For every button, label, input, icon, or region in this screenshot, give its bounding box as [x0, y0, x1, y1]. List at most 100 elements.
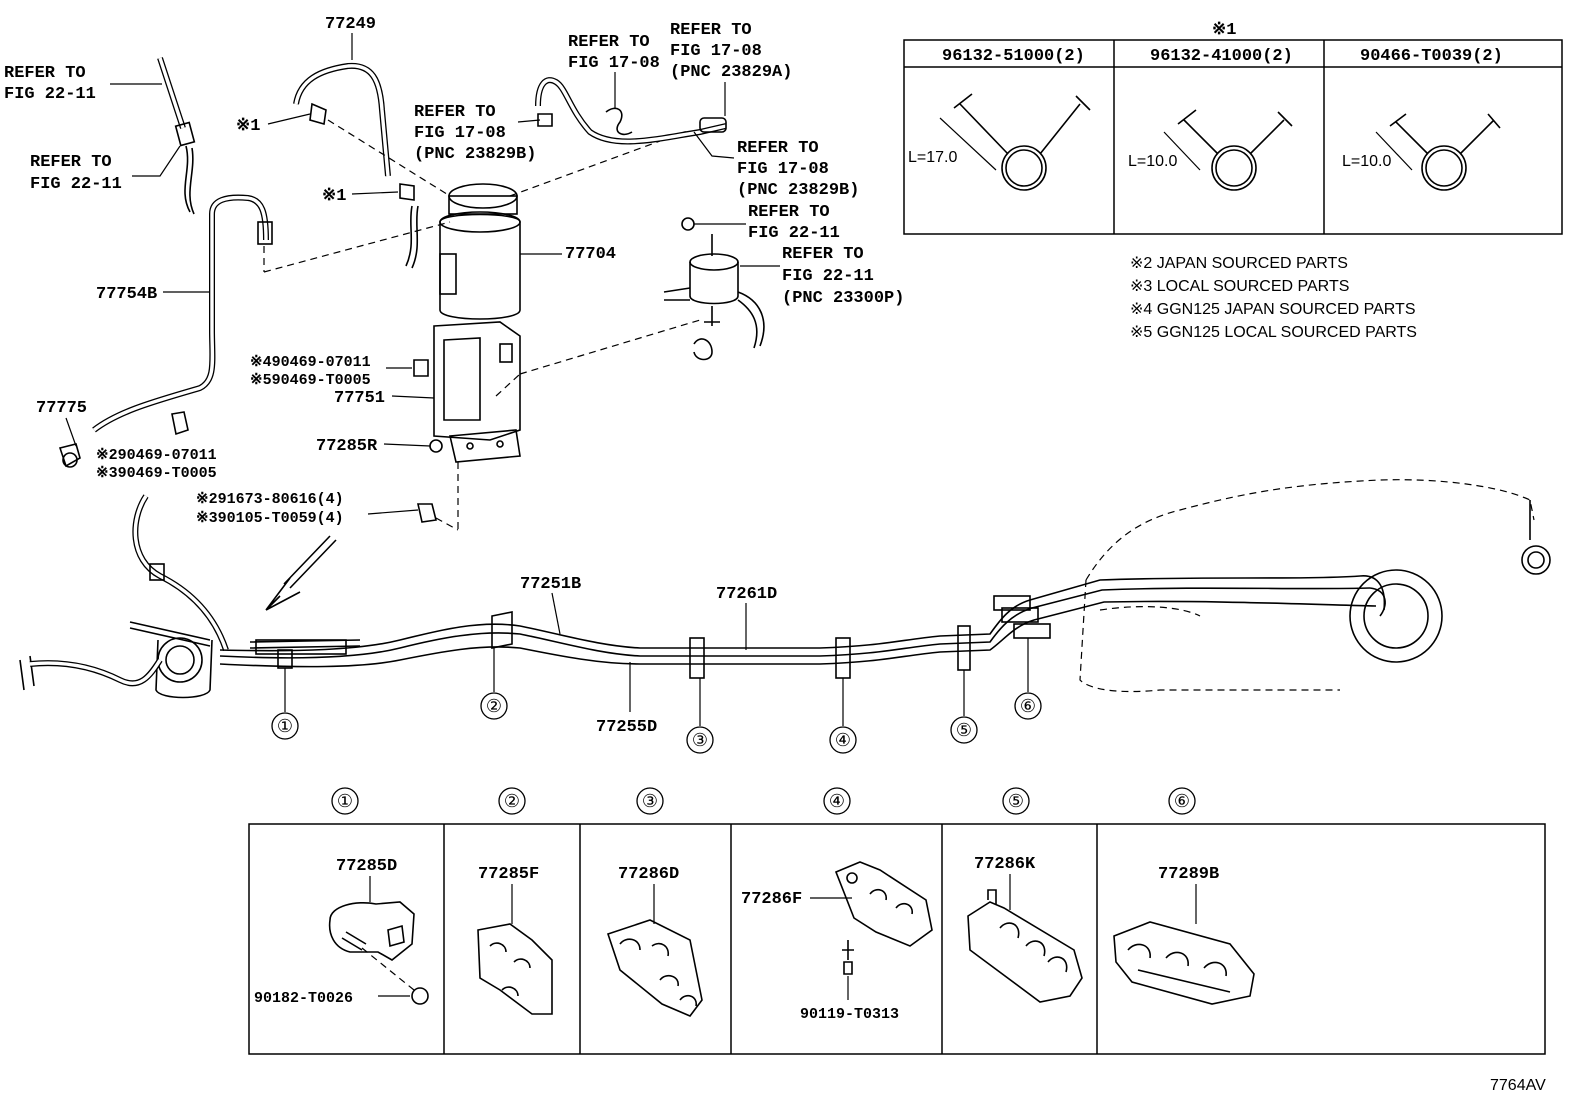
svg-text:L=10.0: L=10.0 [1128, 153, 1177, 170]
svg-text:※5 GGN125 LOCAL SOURCED PARTS: ※5 GGN125 LOCAL SOURCED PARTS [1130, 324, 1417, 341]
callout-2: ② [480, 648, 508, 720]
svg-text:(PNC 23829A): (PNC 23829A) [670, 63, 792, 82]
svg-text:④: ④ [829, 791, 845, 811]
connector-6 [993, 595, 1051, 639]
svg-text:④: ④ [835, 730, 851, 750]
svg-text:FIG 22-11: FIG 22-11 [748, 224, 840, 243]
callout-1: ① [271, 668, 299, 740]
ref-fig17-08-d: REFER TO FIG 17-08 (PNC 23829B) [693, 131, 859, 200]
svg-text:77285R: 77285R [316, 437, 378, 456]
svg-text:①: ① [277, 716, 293, 736]
label-91673: ※291673-80616(4) ※390105-T0059(4) [196, 491, 437, 527]
filler-neck-assembly [19, 494, 229, 699]
svg-text:⑥: ⑥ [1020, 696, 1036, 716]
bracket-77751: 77751 [334, 321, 521, 463]
svg-text:(PNC 23829B): (PNC 23829B) [737, 181, 859, 200]
svg-text:※3 LOCAL SOURCED PARTS: ※3 LOCAL SOURCED PARTS [1130, 278, 1349, 295]
label-77251B: 77251B [520, 575, 581, 635]
svg-text:※490469-07011: ※490469-07011 [250, 354, 371, 371]
svg-text:FIG 22-11: FIG 22-11 [782, 267, 874, 286]
svg-text:※291673-80616(4): ※291673-80616(4) [196, 491, 344, 508]
svg-text:77754B: 77754B [96, 285, 157, 304]
clip-fig17-08 [605, 107, 633, 136]
svg-text:77285F: 77285F [478, 865, 539, 884]
svg-text:※1: ※1 [236, 117, 260, 136]
svg-text:77251B: 77251B [520, 575, 581, 594]
svg-text:90119-T0313: 90119-T0313 [800, 1006, 899, 1023]
clip-table: ※1 96132-51000(2) 96132-41000(2) 90466-T… [903, 21, 1563, 235]
svg-text:③: ③ [642, 791, 658, 811]
svg-text:※390469-T0005: ※390469-T0005 [96, 465, 217, 482]
label-90469-a: ※490469-07011 ※590469-T0005 [250, 354, 429, 389]
spring-clip-icon-1: L=17.0 [908, 93, 1091, 191]
svg-text:L=10.0: L=10.0 [1342, 153, 1391, 170]
svg-text:REFER TO: REFER TO [782, 245, 864, 264]
svg-text:77286F: 77286F [741, 890, 802, 909]
svg-text:77751: 77751 [334, 389, 385, 408]
ref-fig22-11-c: REFER TO FIG 22-11 [681, 203, 840, 243]
svg-text:(PNC 23300P): (PNC 23300P) [782, 289, 904, 308]
clamp-3 [689, 637, 705, 679]
svg-text:※590469-T0005: ※590469-T0005 [250, 372, 371, 389]
ref-fig17-08-a: REFER TO FIG 17-08 (PNC 23829B) [414, 103, 541, 164]
svg-text:⑤: ⑤ [1008, 791, 1024, 811]
detail-panels: ① 77285D 90182-T0026 ② 77285F ③ 77286D [248, 787, 1546, 1055]
svg-text:L=17.0: L=17.0 [908, 149, 957, 166]
svg-text:FIG 17-08: FIG 17-08 [670, 42, 762, 61]
fuel-tank-outline [1079, 479, 1551, 693]
callout-6: ⑥ [1014, 638, 1042, 720]
svg-text:77286K: 77286K [974, 855, 1036, 874]
callout-5: ⑤ [950, 670, 978, 744]
svg-text:FIG 22-11: FIG 22-11 [4, 85, 96, 104]
svg-text:FIG 17-08: FIG 17-08 [414, 124, 506, 143]
panel-5: ⑤ 77286K [967, 787, 1083, 1003]
clip-90469 [171, 411, 189, 436]
callout-4: ④ [829, 678, 857, 754]
svg-text:FIG 17-08: FIG 17-08 [737, 160, 829, 179]
panel-1: ① 77285D 90182-T0026 [254, 787, 429, 1007]
label-77261D: 77261D [716, 585, 777, 650]
panel-6: ⑥ 77289B [1113, 787, 1255, 1005]
panel-2: ② 77285F [477, 787, 553, 1015]
svg-text:※2 JAPAN SOURCED PARTS: ※2 JAPAN SOURCED PARTS [1130, 255, 1348, 272]
svg-text:77286D: 77286D [618, 865, 679, 884]
clip-col-3: 90466-T0039(2) [1360, 47, 1503, 66]
svg-text:REFER TO: REFER TO [748, 203, 830, 222]
label-77255D: 77255D [596, 662, 657, 737]
ref-fig22-11-d: REFER TO FIG 22-11 (PNC 23300P) [740, 245, 904, 308]
svg-text:REFER TO: REFER TO [737, 139, 819, 158]
svg-text:77261D: 77261D [716, 585, 777, 604]
svg-text:②: ② [504, 791, 520, 811]
svg-text:①: ① [337, 791, 353, 811]
svg-text:※1: ※1 [322, 187, 346, 206]
svg-text:90182-T0026: 90182-T0026 [254, 990, 353, 1007]
callout-3: ③ [686, 678, 714, 754]
svg-text:②: ② [486, 696, 502, 716]
svg-text:(PNC 23829B): (PNC 23829B) [414, 145, 536, 164]
mark1-a: ※1 [236, 113, 311, 136]
fuel-tubes-main [219, 575, 1386, 668]
panel-4: ④ 77286F 90119-T0313 [741, 787, 933, 1023]
figure-id: 7764AV [1490, 1077, 1546, 1094]
spring-clip-icon-3: L=10.0 [1342, 113, 1501, 191]
svg-text:⑤: ⑤ [956, 720, 972, 740]
clip-col-1: 96132-51000(2) [942, 47, 1085, 66]
svg-text:77704: 77704 [565, 245, 616, 264]
svg-text:77249: 77249 [325, 15, 376, 34]
clamp-5 [957, 625, 971, 671]
mark1-b: ※1 [322, 183, 419, 269]
ref-fig17-08-b: REFER TO FIG 17-08 [568, 33, 660, 108]
svg-text:REFER TO: REFER TO [4, 64, 86, 83]
svg-text:FIG 22-11: FIG 22-11 [30, 175, 122, 194]
svg-text:77255D: 77255D [596, 718, 657, 737]
charcoal-canister-77704: 77704 [439, 183, 616, 320]
svg-text:77285D: 77285D [336, 857, 397, 876]
spring-clip-icon-2: L=10.0 [1128, 109, 1293, 191]
direction-arrow [265, 535, 337, 611]
svg-text:FIG 17-08: FIG 17-08 [568, 54, 660, 73]
svg-text:※1: ※1 [1212, 21, 1236, 40]
svg-text:77775: 77775 [36, 399, 87, 418]
sourcing-notes: ※2 JAPAN SOURCED PARTS ※3 LOCAL SOURCED … [1130, 255, 1417, 341]
label-90469-b: ※290469-07011 ※390469-T0005 [96, 447, 217, 482]
